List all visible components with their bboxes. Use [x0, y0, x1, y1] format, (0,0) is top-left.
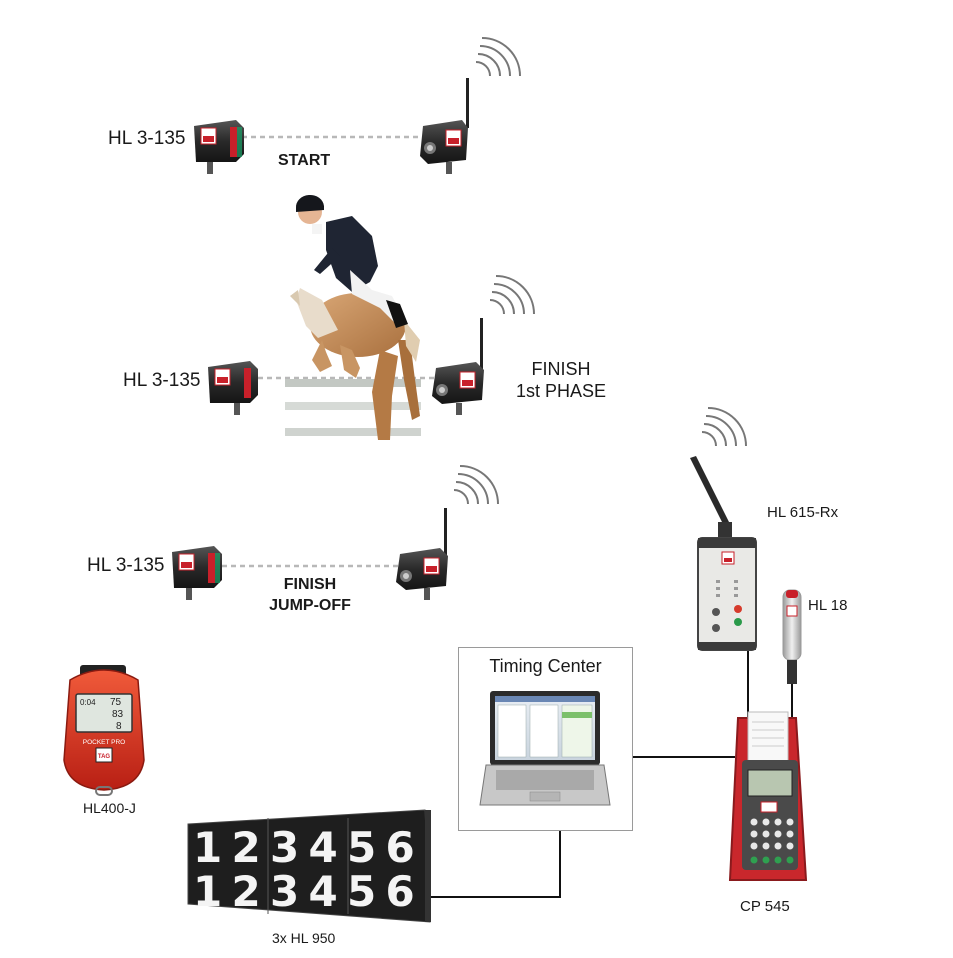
- stopwatch-label: HL400-J: [83, 800, 136, 816]
- stopwatch-logo: TAG: [98, 754, 111, 760]
- stopwatch-readout-3: 8: [116, 721, 122, 732]
- cables: [430, 650, 793, 898]
- jumpoff-label: FINISH JUMP-OFF: [258, 574, 362, 616]
- pushbutton-label: HL 18: [808, 597, 848, 614]
- finish1-sensor-transmitter: [208, 361, 258, 415]
- stopwatch-readout-2: 83: [112, 709, 124, 720]
- scoreboard-digit: 1: [193, 823, 222, 872]
- horse-rider-jump-image: [285, 194, 421, 440]
- printer-label: CP 545: [740, 898, 790, 915]
- scoreboard-digit: 5: [347, 823, 376, 872]
- start-sensor-receiver: [420, 37, 521, 174]
- cable-timing-scoreboard: [430, 831, 561, 898]
- scoreboard-digit: 5: [347, 867, 376, 916]
- timing-center-title: Timing Center: [489, 656, 602, 676]
- jumpoff-sensor-transmitter: [172, 546, 222, 600]
- wireless-signal-icon: [475, 37, 521, 77]
- scoreboard-label: 3x HL 950: [272, 930, 336, 946]
- receiver-label: HL 615-Rx: [767, 504, 839, 521]
- wireless-signal-icon: [489, 275, 535, 315]
- finish1-sensor-receiver: [432, 275, 535, 415]
- scoreboard-digit: 2: [232, 867, 261, 916]
- stopwatch-hl400j: 0:04 75 83 8 POCKET PRO TAG: [63, 665, 145, 796]
- finish1-sensor-label: HL 3-135: [123, 370, 201, 391]
- scoreboard-digit: 4: [309, 823, 338, 872]
- jumpoff-label-line1: FINISH: [283, 576, 337, 593]
- scoreboard-digit: 3: [270, 823, 299, 872]
- start-sensor-transmitter: [194, 120, 244, 174]
- scoreboard-digit: 6: [386, 823, 415, 872]
- timing-center-box: Timing Center: [458, 647, 633, 831]
- receiver-hl615rx: [690, 407, 757, 651]
- stopwatch-readout-1: 0:04: [80, 698, 96, 707]
- finish1-label-line2: 1st PHASE: [515, 381, 607, 401]
- stopwatch-readout-1b: 75: [110, 697, 122, 708]
- finish1-label-line1: FINISH: [531, 359, 591, 379]
- start-sensor-label: HL 3-135: [108, 128, 186, 149]
- stopwatch-brand: POCKET PRO: [83, 739, 126, 746]
- wireless-signal-icon: [701, 407, 747, 447]
- start-label: START: [278, 152, 331, 169]
- jumpoff-sensor-label: HL 3-135: [87, 555, 165, 576]
- scoreboard-digit: 1: [193, 867, 222, 916]
- pushbutton-hl18: [782, 589, 802, 684]
- jumpoff-label-line2: JUMP-OFF: [269, 597, 351, 614]
- scoreboard-digit: 4: [309, 867, 338, 916]
- jumpoff-sensor-receiver: [396, 465, 499, 600]
- scoreboard-digit: 3: [270, 867, 299, 916]
- scoreboard-digit: 2: [232, 823, 261, 872]
- wireless-signal-icon: [453, 465, 499, 505]
- finish1-label: FINISH 1st PHASE: [506, 358, 616, 402]
- scoreboard-digit: 6: [386, 867, 415, 916]
- printer-cp545: [728, 711, 808, 881]
